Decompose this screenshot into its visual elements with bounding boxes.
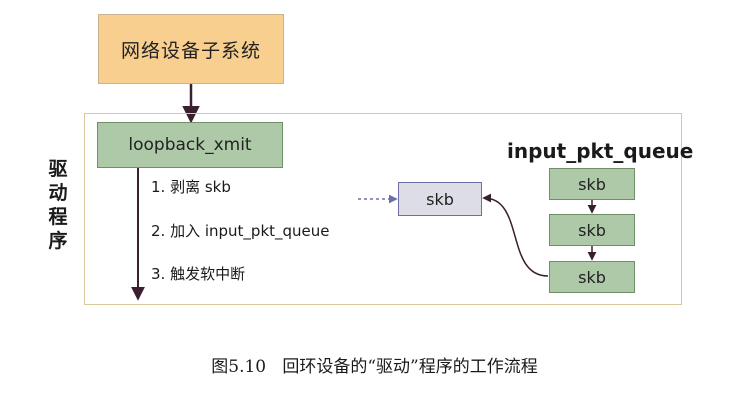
step-softirq: 3. 触发软中断 bbox=[151, 265, 246, 283]
network-subsystem-label: 网络设备子系统 bbox=[120, 39, 261, 62]
driver-label: 驱 动 程 序 bbox=[45, 157, 71, 253]
queue-skb-label: skb bbox=[578, 174, 606, 194]
driver-label-char: 序 bbox=[48, 230, 68, 252]
queue-skb-box: skb bbox=[549, 214, 635, 246]
step-enqueue: 2. 加入 input_pkt_queue bbox=[151, 222, 330, 240]
queue-title: input_pkt_queue bbox=[507, 139, 694, 163]
queue-skb-label: skb bbox=[578, 220, 606, 240]
arrow-queue-to-skb bbox=[482, 193, 549, 277]
driver-label-char: 驱 bbox=[48, 158, 68, 180]
driver-frame bbox=[84, 113, 682, 305]
figure-caption: 图5.10 回环设备的“驱动”程序的工作流程 bbox=[211, 357, 538, 377]
network-subsystem-box: 网络设备子系统 bbox=[98, 14, 284, 84]
step-strip-skb: 1. 剥离 skb bbox=[151, 178, 231, 196]
queue-skb-label: skb bbox=[578, 267, 606, 287]
skb-label: skb bbox=[426, 189, 454, 209]
queue-skb-box: skb bbox=[549, 261, 635, 293]
queue-skb-box: skb bbox=[549, 168, 635, 200]
loopback-xmit-box: loopback_xmit bbox=[97, 122, 283, 168]
driver-label-char: 程 bbox=[48, 206, 68, 228]
loopback-xmit-label: loopback_xmit bbox=[128, 135, 252, 155]
skb-box: skb bbox=[398, 182, 482, 216]
driver-label-char: 动 bbox=[48, 182, 68, 204]
